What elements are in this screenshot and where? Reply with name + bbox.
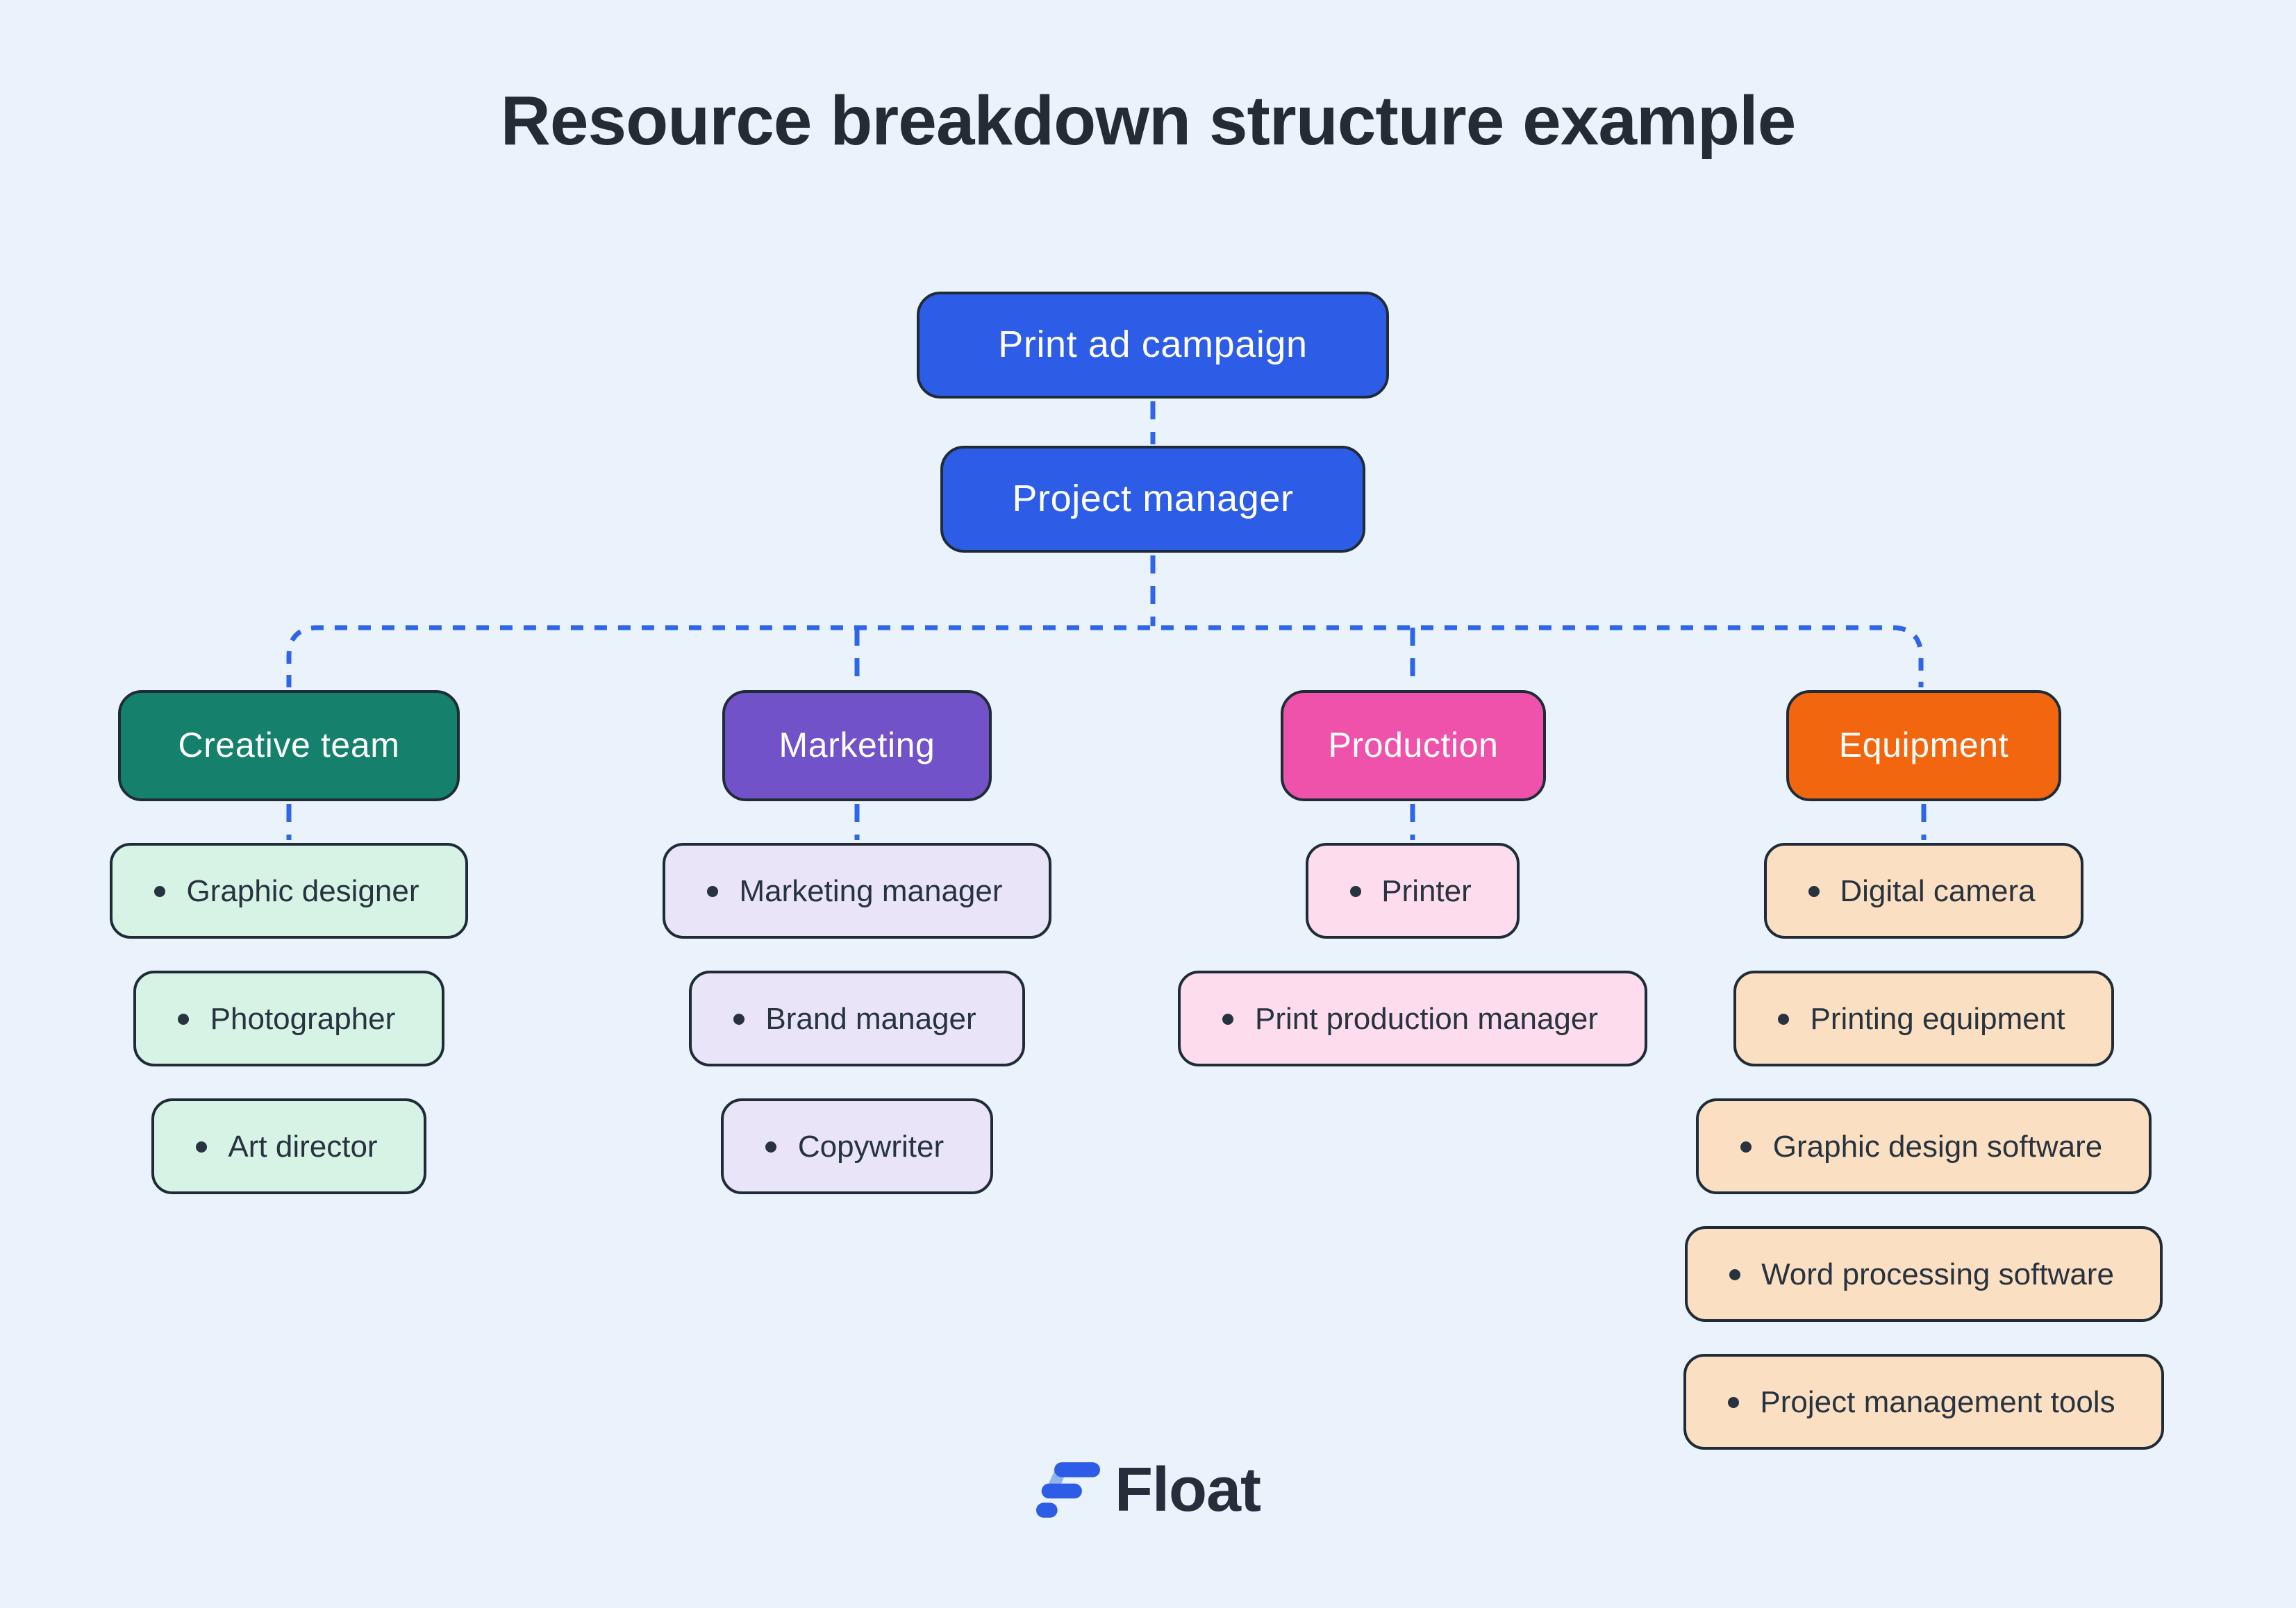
leaf-label: Print production manager — [1254, 1000, 1599, 1035]
leaf-label: Printer — [1381, 873, 1472, 907]
float-logo-icon — [1035, 1462, 1099, 1518]
bullet-icon — [1808, 885, 1820, 896]
bullet-icon — [154, 885, 166, 896]
leaf-node: Graphic designer — [110, 843, 468, 939]
leaf-node: Digital camera — [1763, 843, 2084, 939]
leaf-node: Copywriter — [721, 1098, 993, 1194]
leaf-node: Printer — [1305, 843, 1520, 939]
branch-head-marketing: Marketing — [722, 690, 992, 801]
bullet-icon — [733, 1013, 745, 1024]
bullet-icon — [1778, 1013, 1790, 1024]
bullet-icon — [1728, 1396, 1740, 1407]
leaf-label: Printing equipment — [1810, 1000, 2065, 1035]
float-logo-text: Float — [1115, 1454, 1261, 1525]
bullet-icon — [1729, 1268, 1741, 1280]
leaf-label: Copywriter — [797, 1128, 945, 1163]
leaf-label: Word processing software — [1761, 1256, 2114, 1291]
leaf-label: Photographer — [210, 1000, 396, 1035]
leaf-node: Brand manager — [689, 971, 1025, 1066]
branch-head-equipment: Equipment — [1786, 690, 2061, 801]
branch-head-production: Production — [1281, 690, 1546, 801]
bullet-icon — [1740, 1141, 1752, 1152]
leaf-node: Print production manager — [1178, 971, 1647, 1066]
leaf-node: Art director — [151, 1098, 426, 1194]
leaf-label: Graphic designer — [186, 873, 419, 907]
bullet-icon — [1222, 1013, 1234, 1024]
bullet-icon — [196, 1141, 208, 1152]
leaf-label: Art director — [228, 1128, 378, 1163]
leaf-label: Digital camera — [1840, 873, 2036, 907]
leaf-node: Printing equipment — [1733, 971, 2114, 1066]
leaf-node: Graphic design software — [1696, 1098, 2152, 1194]
bullet-icon — [1349, 885, 1361, 896]
float-logo: Float — [0, 1454, 2296, 1526]
leaf-node: Marketing manager — [663, 843, 1051, 939]
bullet-icon — [178, 1013, 190, 1024]
bullet-icon — [765, 1141, 777, 1152]
leaf-node: Photographer — [133, 971, 444, 1066]
branch-head-creative-team: Creative team — [118, 690, 460, 801]
leaf-label: Brand manager — [765, 1000, 976, 1035]
leaf-node: Word processing software — [1685, 1226, 2163, 1322]
connector-trunk — [286, 625, 1924, 687]
page-title: Resource breakdown structure example — [500, 82, 1797, 160]
node-project-manager: Project manager — [940, 446, 1365, 553]
leaf-label: Graphic design software — [1772, 1128, 2103, 1163]
node-print-ad-campaign: Print ad campaign — [917, 292, 1389, 399]
leaf-label: Marketing manager — [739, 873, 1003, 907]
leaf-label: Project management tools — [1760, 1384, 2115, 1418]
bullet-icon — [707, 885, 719, 896]
leaf-node: Project management tools — [1683, 1354, 2164, 1450]
